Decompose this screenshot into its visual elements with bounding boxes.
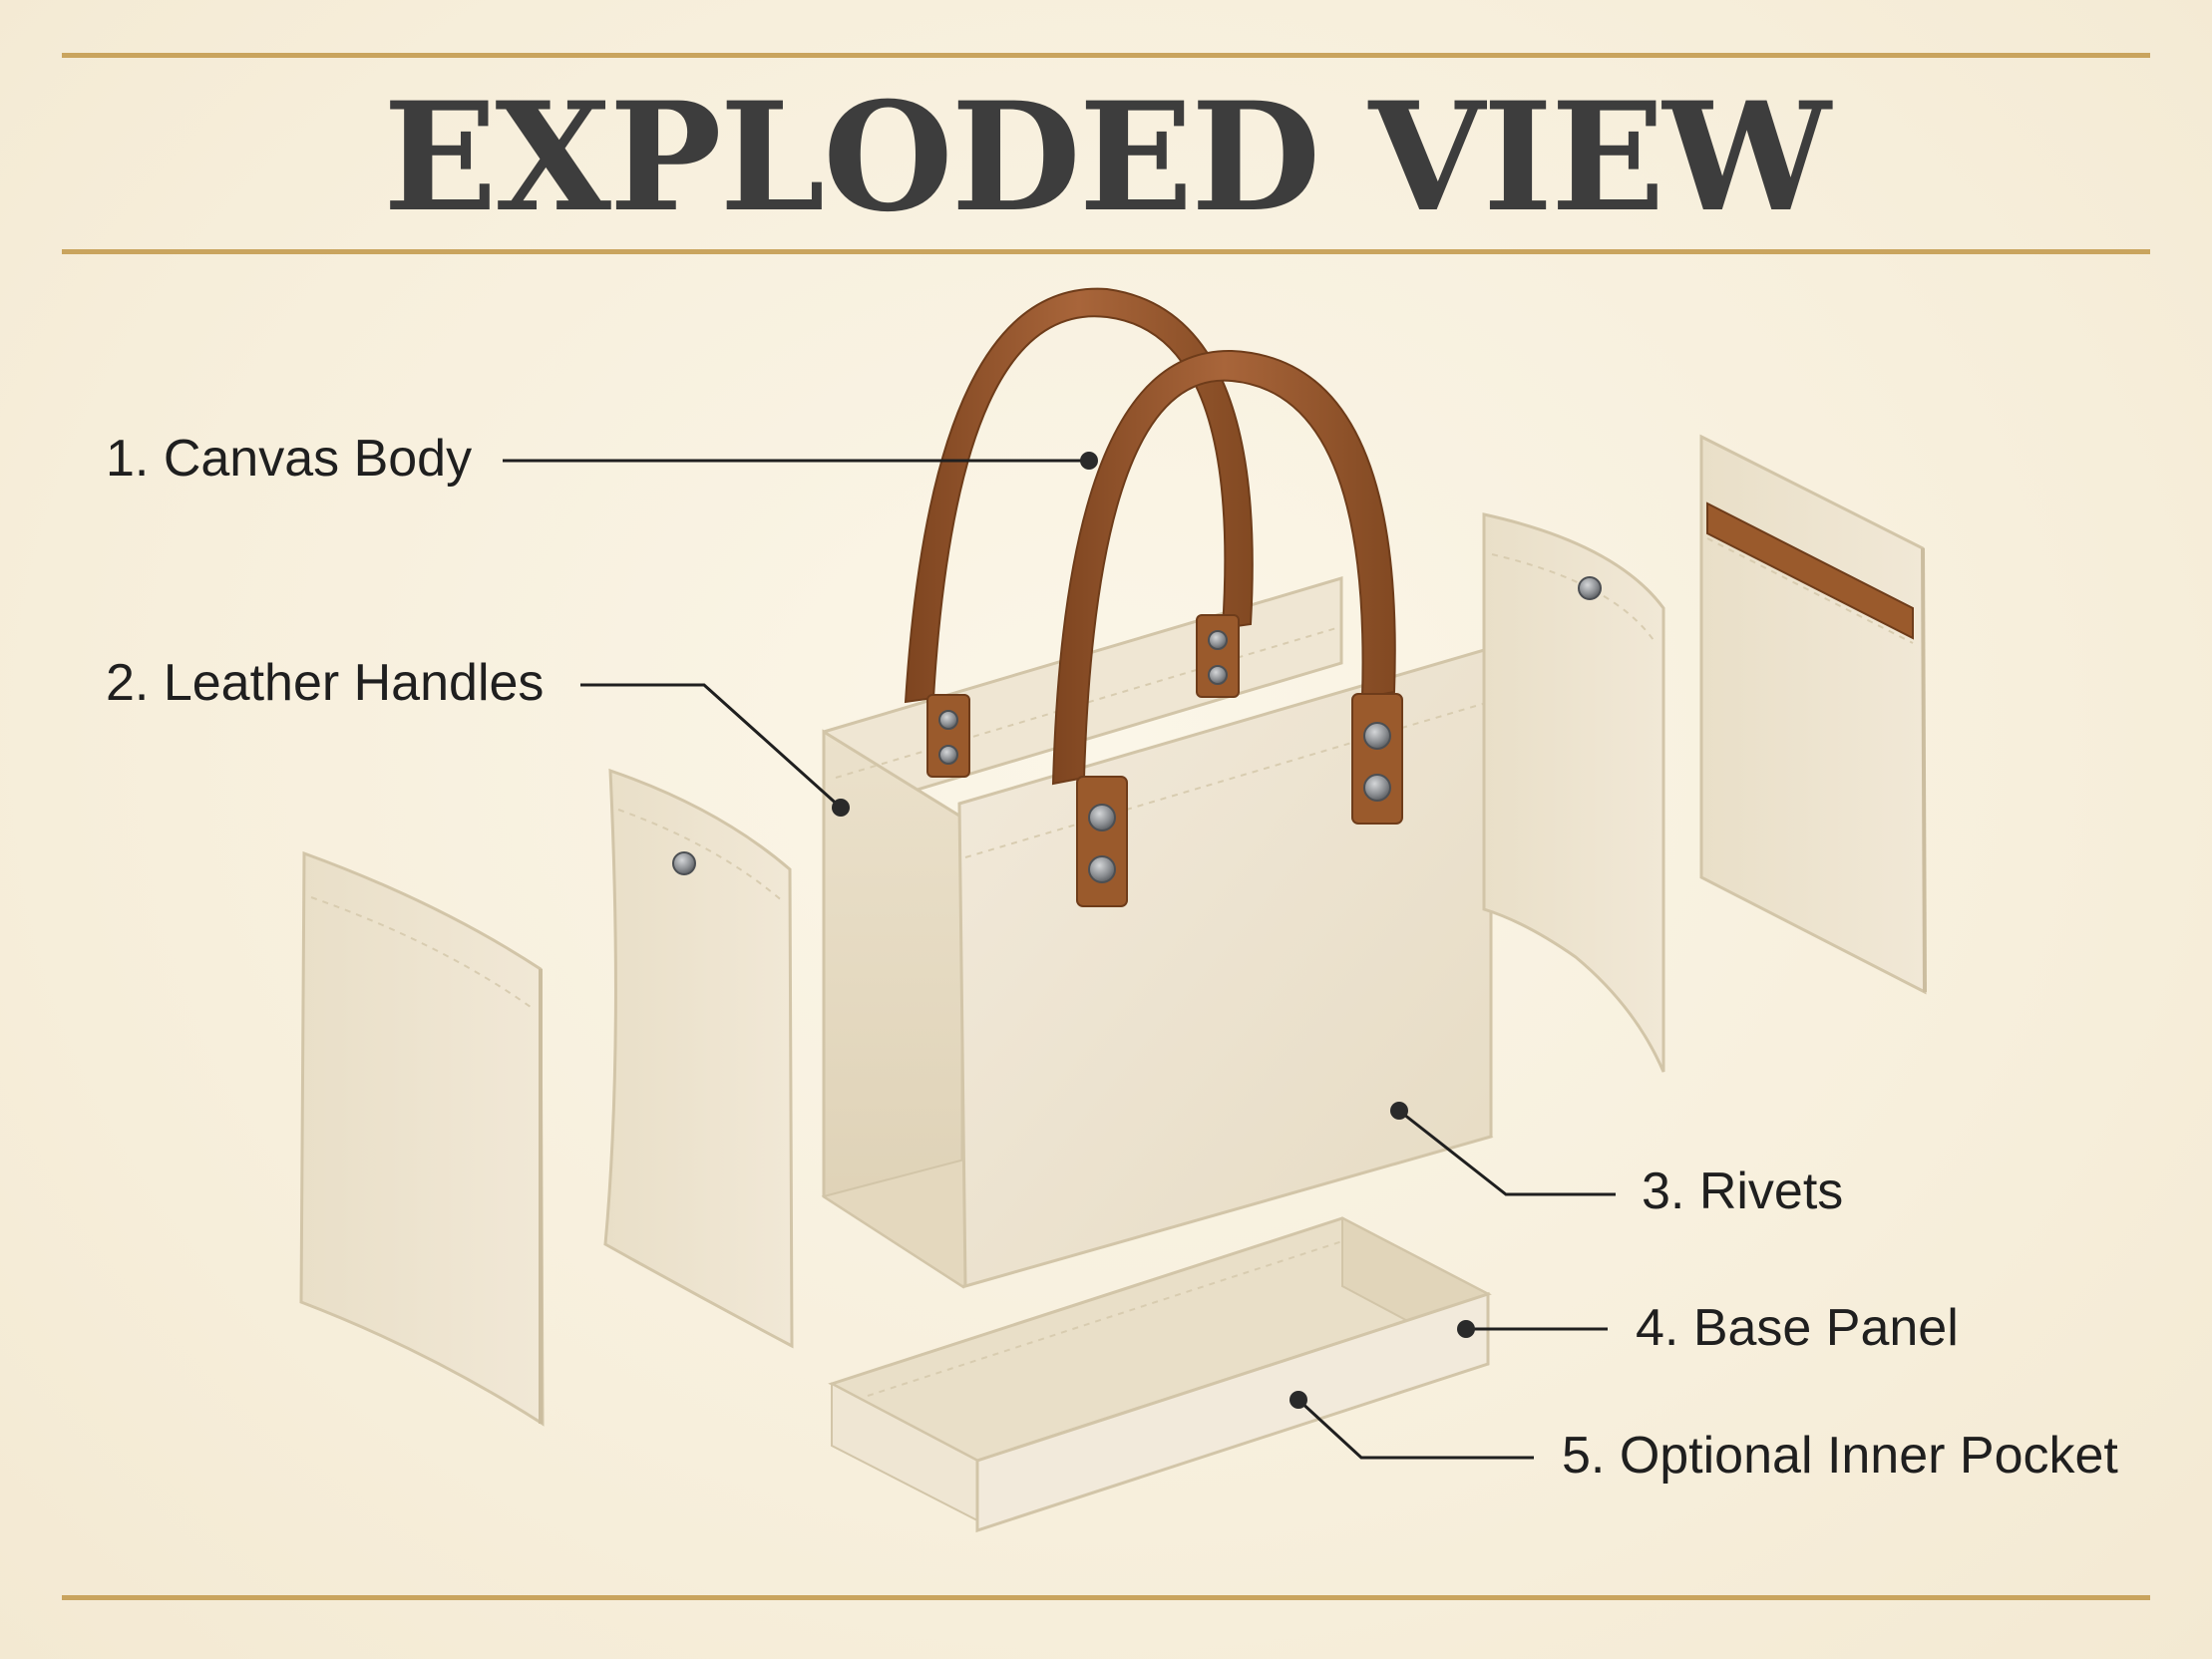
- bottom-rule: [62, 1595, 2150, 1600]
- top-rule: [62, 53, 2150, 58]
- title-underline-rule: [62, 249, 2150, 254]
- leader-line-5: [1290, 1391, 1534, 1460]
- leader-line-2: [580, 683, 850, 817]
- side-gusset-left: [603, 768, 794, 1349]
- leader-line-4: [1457, 1320, 1608, 1338]
- leader-line-3: [1390, 1102, 1616, 1196]
- rivets: [938, 630, 1391, 883]
- pocket-leather-trim: [1706, 501, 1914, 640]
- snap-rivet-left: [672, 851, 696, 875]
- side-panel-far-left: [299, 850, 545, 1427]
- callout-canvas-body: 1. Canvas Body: [106, 430, 473, 488]
- base-panel: [828, 1216, 1492, 1533]
- leader-line-1: [503, 452, 1098, 470]
- callout-rivets: 3. Rivets: [1642, 1162, 1844, 1220]
- page-title: EXPLODED VIEW: [383, 70, 1831, 245]
- leather-handle-back: [904, 287, 1254, 778]
- callout-optional-inner-pocket: 5. Optional Inner Pocket: [1562, 1427, 2118, 1485]
- callout-leather-handles: 2. Leather Handles: [106, 654, 545, 712]
- callout-base-panel: 4. Base Panel: [1636, 1299, 1959, 1357]
- snap-rivet-right: [1578, 576, 1602, 600]
- leader-lines: [503, 452, 1616, 1460]
- inner-pocket-panel: [1699, 434, 1927, 995]
- side-gusset-right: [1482, 512, 1665, 1073]
